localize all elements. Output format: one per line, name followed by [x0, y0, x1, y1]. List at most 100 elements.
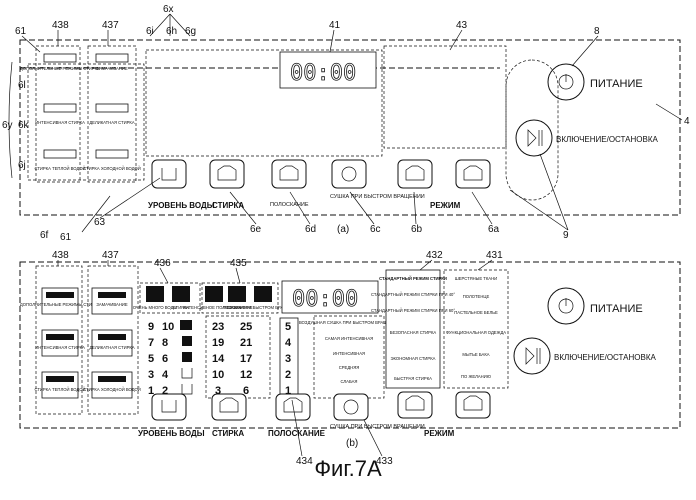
btn-b-rinse-label: ПОЛОСКАНИЕ: [268, 429, 326, 438]
btn-a-rinse[interactable]: [272, 160, 306, 188]
ref-43: 43: [456, 20, 468, 31]
left-b-c1-0: ДОПОЛНИТЕЛЬНЫЕ РЕЖИМЫ СТИРКИ: [20, 302, 100, 307]
mode-mid: ЭКОНОМНАЯ СТИРКА: [391, 356, 436, 361]
btn-a-mode1[interactable]: [398, 160, 432, 188]
ref-6x: 6x: [163, 4, 174, 15]
btn-a-mode2[interactable]: [456, 160, 490, 188]
panel-b-buttons: [152, 392, 490, 420]
ref-61-top: 61: [15, 26, 27, 37]
left-b-c2-2: СТИРКА ХОЛОДНОЙ ВОДОЙ: [83, 387, 141, 392]
panel-b-water-levels: 9 10 7 8 5 6 3 4 1 2: [148, 321, 174, 397]
ref-431: 431: [486, 250, 503, 261]
spin-option: САМАЯ ИНТЕНСИВНАЯ: [325, 336, 373, 341]
rinse-count: 4: [285, 337, 292, 349]
wash-time: 17: [240, 353, 252, 365]
btn-b-mode-label: РЕЖИМ: [424, 429, 455, 438]
water-level-num: 5: [148, 353, 154, 365]
start-label-b: ВКЛЮЧЕНИЕ/ОСТАНОВКА: [554, 353, 657, 362]
ref-9: 9: [563, 230, 569, 241]
wash-time: 14: [212, 353, 225, 365]
ref-435: 435: [230, 258, 247, 269]
panel-b-icon-row: ОЧЕНЬ МНОГО ВОДЫ СТИРКА ИНТЕНСИВНОЕ ПОЛО…: [133, 283, 299, 313]
left-b-c1-2: СТИРКА ТЕПЛОЙ ВОДОЙ: [34, 387, 85, 392]
panel-a-area-43: [384, 46, 506, 148]
figure-caption: Фиг.7А: [0, 456, 696, 482]
rinse-led-icon: [228, 286, 246, 302]
water-level-num: 4: [162, 369, 169, 381]
panel-b-modes-right-group: [444, 270, 508, 388]
btn-a-spin[interactable]: [332, 160, 366, 188]
ref-6e: 6e: [250, 224, 262, 235]
rinse-count: 5: [285, 321, 291, 333]
water-level-led-icon: [146, 286, 164, 302]
btn-b-water-label: УРОВЕНЬ ВОДЫ: [138, 429, 205, 438]
spin-led-icon: [254, 286, 272, 302]
btn-a-start[interactable]: [516, 120, 552, 156]
left-b-c1-1: ИНТЕНСИВНАЯ СТИРКА: [35, 345, 85, 350]
left-a-c2-2: СТИРКА ХОЛОДНОЙ ВОДОЙ: [83, 166, 141, 171]
ref-438-b: 438: [52, 250, 69, 261]
spin-option: ИНТЕНСИВНАЯ: [333, 351, 365, 356]
ref-436: 436: [154, 258, 171, 269]
btn-b-spin-label: СУШКА ПРИ БЫСТРОМ ВРАЩЕНИИ: [330, 424, 425, 430]
ref-6g: 6g: [185, 26, 196, 37]
btn-a-water[interactable]: [152, 160, 186, 188]
spin-option: ВОЗДУШНАЯ СУШКА ПРИ БЫСТРОМ ВРАЩЕНИИ: [299, 320, 399, 325]
water-level-num: 10: [162, 321, 174, 333]
btn-a-rinse-label: ПОЛОСКАНИЕ: [270, 202, 309, 208]
spin-option: СРЕДНЯЯ: [339, 365, 360, 370]
panel-a-display: 00:00: [290, 61, 356, 86]
ref-437-a: 437: [102, 20, 119, 31]
mode-right: МЫТЬЕ БАКА: [462, 352, 489, 357]
wash-led-icon: [172, 286, 190, 302]
mode-mid: СТАНДАРТНЫЙ РЕЖИМ СТИРКИ ПРИ 40°: [371, 292, 455, 297]
panel-b-modes-mid-group: [386, 270, 440, 388]
mode-mid: СТАНДАРТНЫЙ РЕЖИМ СТИРКИ ПРИ 60°: [371, 308, 455, 313]
water-level-num: 7: [148, 337, 154, 349]
btn-b-start[interactable]: [514, 338, 550, 374]
water-level-num: 6: [162, 353, 168, 365]
wash-time: 10: [212, 369, 224, 381]
ref-6k: 6k: [18, 120, 30, 131]
left-b-c2-0: ЗАМАЧИВАНИЕ: [96, 302, 128, 307]
ref-6y: 6y: [2, 120, 13, 131]
spin-option: СЛАБАЯ: [341, 379, 358, 384]
left-a-c1-1: ИНТЕНСИВНАЯ СТИРКА: [35, 120, 85, 125]
left-a-c2-1: ДЕЛИКАТНАЯ СТИРКА: [89, 120, 135, 125]
ref-437-b: 437: [102, 250, 119, 261]
ref-438-a: 438: [52, 20, 69, 31]
panel-a: ДОПОЛНИТЕЛЬНЫЕ РЕЖИМЫ СТИРКИ ИНТЕНСИВНАЯ…: [2, 4, 690, 243]
panel-b: ДОПОЛНИТЕЛЬНЫЕ РЕЖИМЫ СТИРКИ ИНТЕНСИВНАЯ…: [20, 250, 680, 467]
ref-63: 63: [94, 217, 106, 228]
wash-time: 25: [240, 321, 252, 333]
ref-6d: 6d: [305, 224, 316, 235]
panel-b-rinse-counts: 5 4 3 2 1: [285, 321, 292, 397]
mode-right: ПОЛОТЕНЦЕ: [463, 294, 490, 299]
ref-432: 432: [426, 250, 443, 261]
panel-a-buttons: [152, 160, 490, 188]
btn-a-wash[interactable]: [210, 160, 244, 188]
mode-mid: БЕЗОПАСНАЯ СТИРКА: [390, 330, 437, 335]
panel-a-left-col2: ЗАМАЧИВАНИЕ ДЕЛИКАТНАЯ СТИРКА СТИРКА ХОЛ…: [83, 54, 141, 171]
panel-b-tub-icons: [180, 320, 192, 394]
ref-6h: 6h: [166, 26, 177, 37]
wash-time: 23: [212, 321, 224, 333]
ref-6l: 6l: [18, 80, 26, 91]
mode-right: ФУНКЦИОНАЛЬНАЯ ОДЕЖДА: [446, 330, 506, 335]
ref-6j: 6j: [18, 160, 26, 171]
mode-right: ПО ЖЕЛАНИЮ: [461, 374, 492, 379]
water-level-num: 3: [148, 369, 154, 381]
mode-right: ШЕРСТЯНЫЕ ТКАНИ: [455, 276, 497, 281]
mode-mid: СТАНДАРТНЫЙ РЕЖИМ СТИРКИ: [379, 276, 447, 281]
panel-a-sub-label: (a): [337, 224, 349, 235]
ref-6a: 6a: [488, 224, 500, 235]
btn-b-spin[interactable]: [334, 394, 368, 420]
left-b-c2-1: ДЕЛИКАТНАЯ СТИРКА: [89, 345, 135, 350]
left-a-c1-2: СТИРКА ТЕПЛОЙ ВОДОЙ: [34, 166, 85, 171]
ref-6i: 6i: [146, 26, 154, 37]
btn-b-water[interactable]: [152, 394, 186, 420]
power-label-b: ПИТАНИЕ: [590, 303, 643, 315]
wash-time: 21: [240, 337, 252, 349]
panel-b-spin-group: [314, 316, 384, 398]
